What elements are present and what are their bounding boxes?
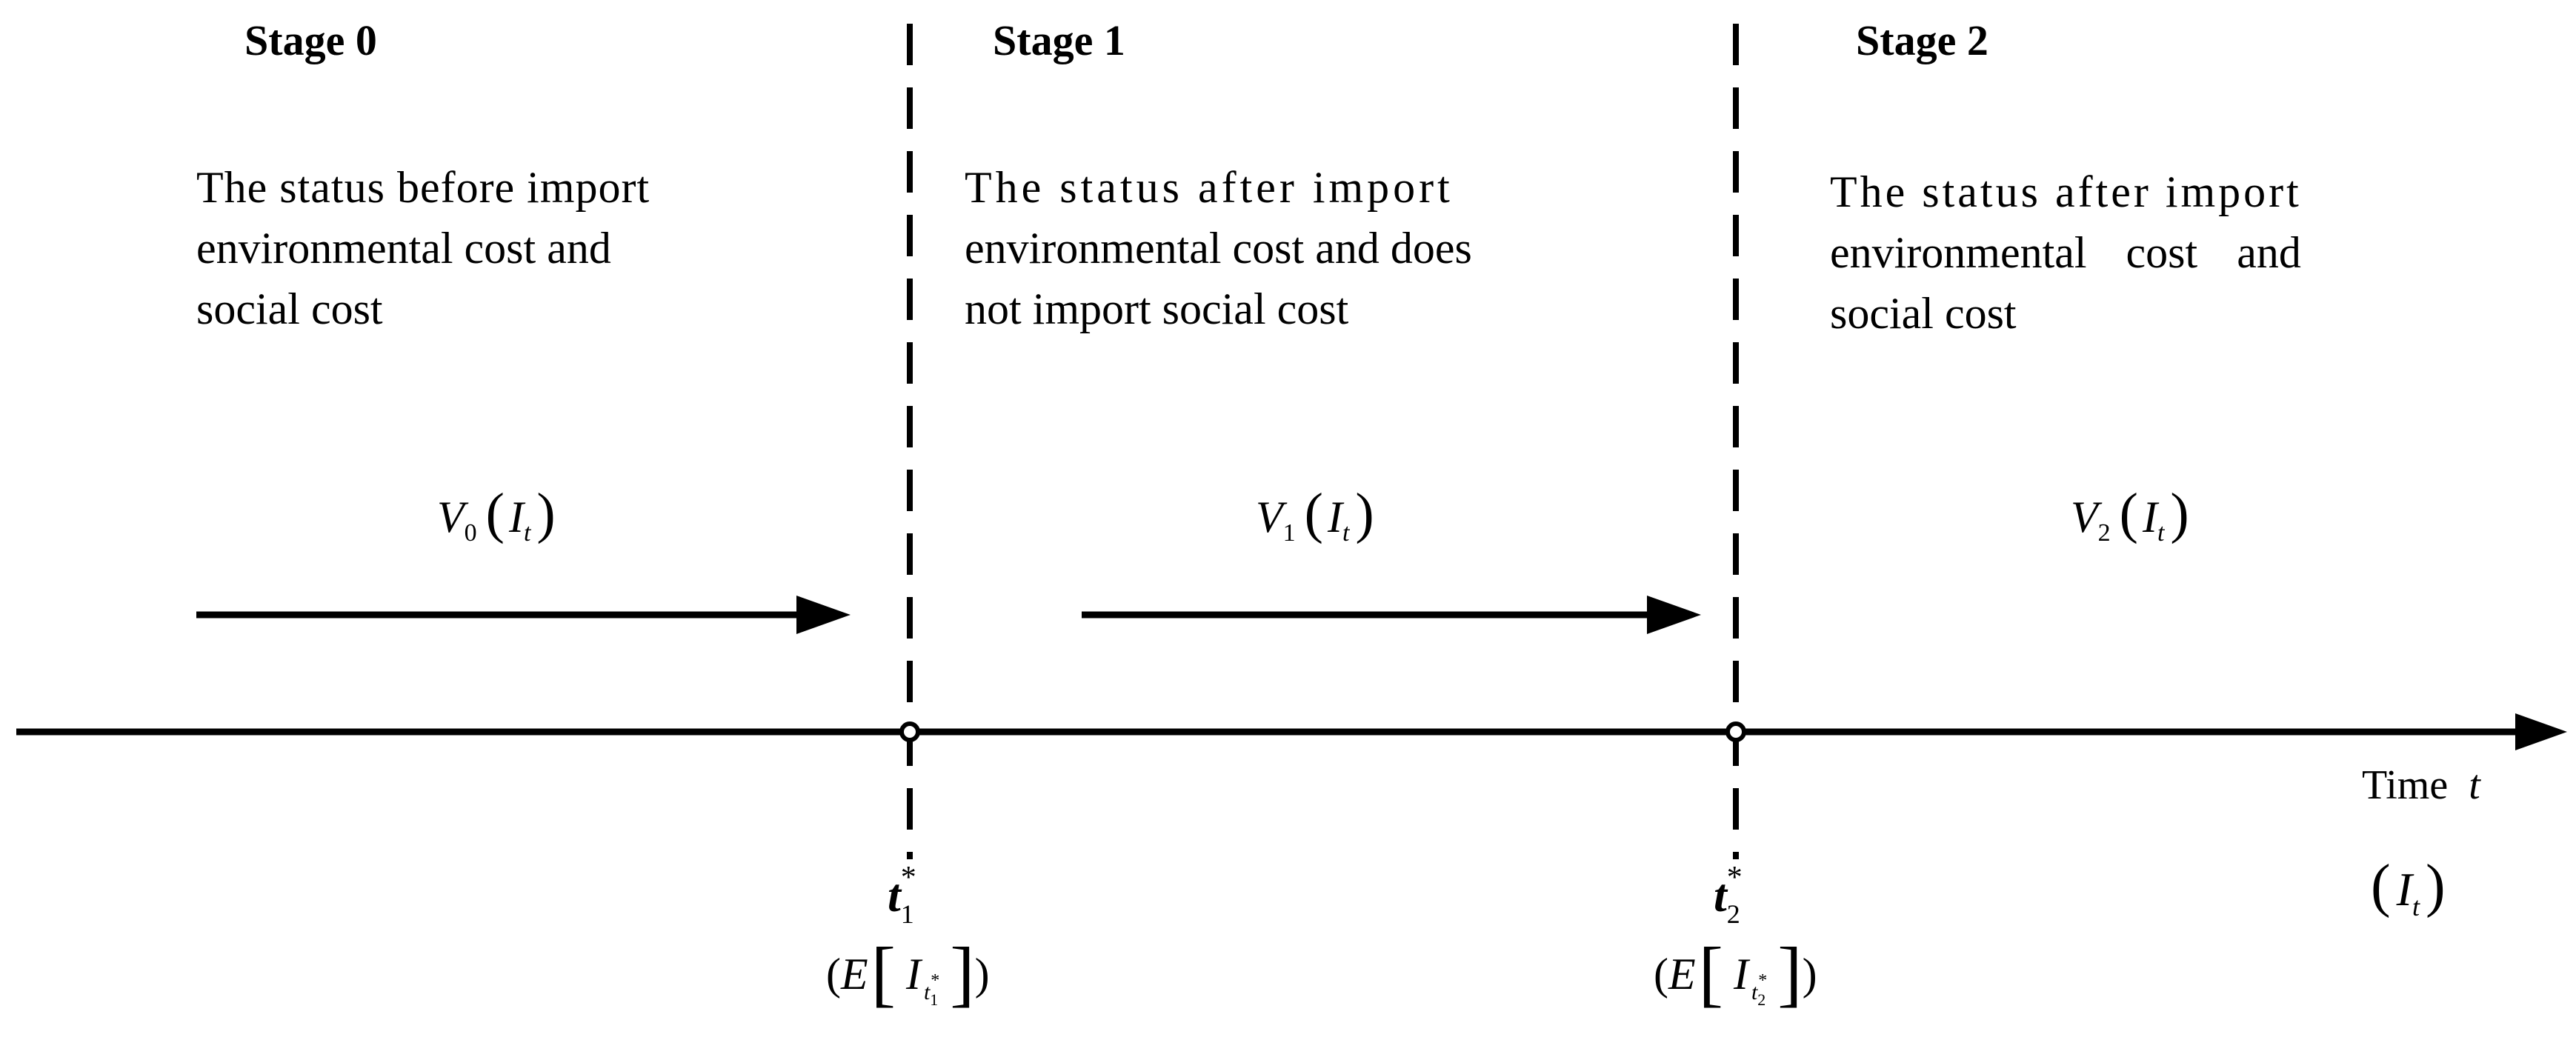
stage-2-description: The status after import environmental co… — [1830, 161, 2393, 344]
stage-1-title: Stage 1 — [993, 16, 1125, 64]
time-axis-label-text: Time — [2362, 762, 2449, 808]
stage-1-arrow-head — [1647, 596, 1701, 634]
stage-0-arrow-head — [796, 596, 851, 634]
stage-2-description-line: environmental cost and — [1830, 228, 2301, 277]
time-axis-arrow-head — [2515, 713, 2567, 750]
stage-0-description: The status before import environmental c… — [196, 157, 759, 339]
stage-1-description-line: The status after import — [965, 163, 1454, 212]
axis-state-variable: (It) — [2371, 853, 2446, 921]
stage-2-description-line: The status after import — [1830, 167, 2302, 216]
stage-0-title: Stage 0 — [244, 16, 377, 64]
time-axis-variable: t — [2469, 762, 2480, 808]
switch-point-2-marker — [1725, 721, 1746, 742]
stage-2-value-function: V2(It) — [2071, 482, 2189, 547]
switch-point-2-label: t2* — [1714, 861, 1743, 929]
switch-point-1-label: t1* — [888, 861, 916, 929]
stage-0-description-line: social cost — [196, 284, 383, 333]
stage-2-title: Stage 2 — [1856, 16, 1988, 64]
switch-point-1-marker — [899, 721, 920, 742]
stage-0-description-line: The status before import — [196, 163, 650, 212]
stage-1-value-function: V1(It) — [1256, 482, 1374, 547]
stage-0-description-line: environmental cost and — [196, 224, 611, 273]
stage-0-value-function: V0(It) — [437, 482, 556, 547]
stage-1-description-line: environmental cost and does — [965, 224, 1472, 273]
stage-2-description-line: social cost — [1830, 289, 2017, 338]
stage-1-description: The status after import environmental co… — [965, 157, 1528, 339]
stage-1-description-line: not import social cost — [965, 284, 1349, 333]
